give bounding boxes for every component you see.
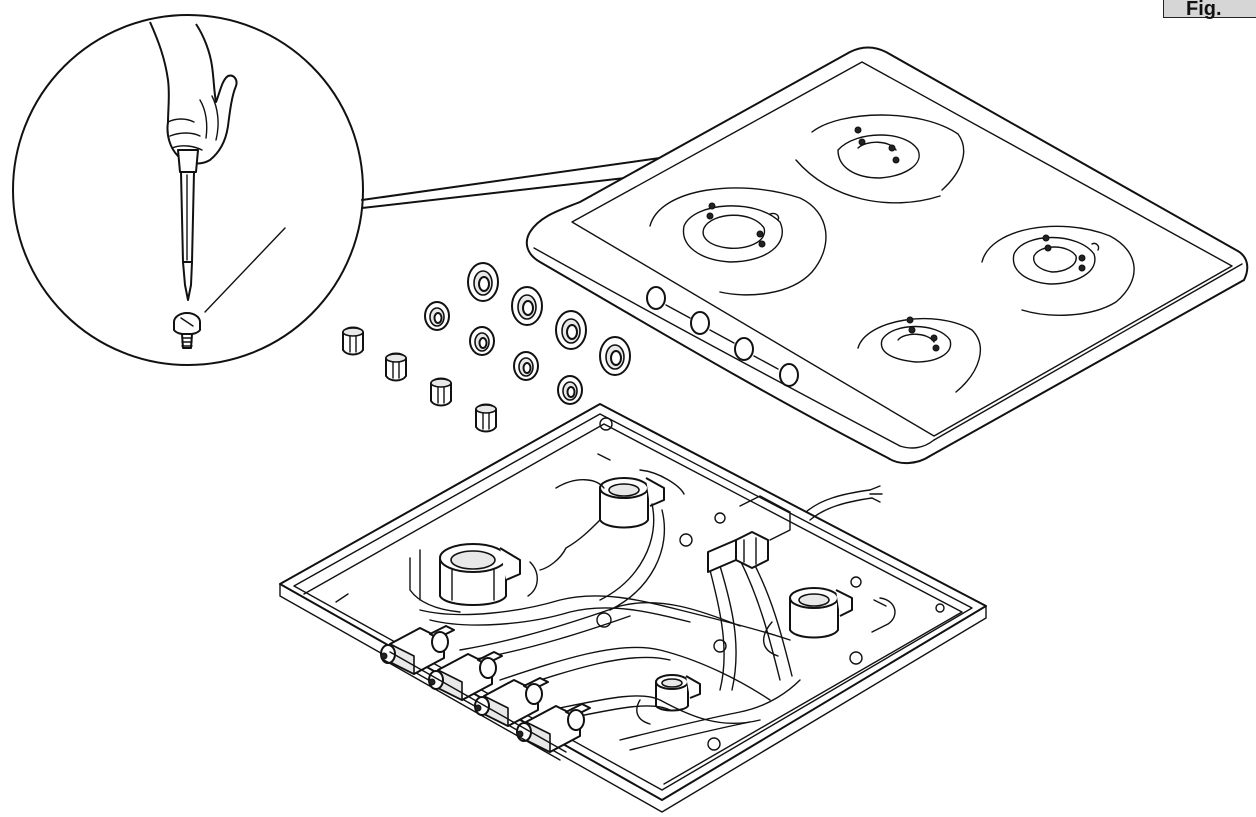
bezel-rings: [424, 262, 631, 405]
burner-position: [981, 225, 1135, 316]
screwdriver-icon: [177, 149, 199, 301]
burner-cup: [539, 469, 685, 571]
burner-cup: [636, 674, 701, 725]
burner-position: [649, 187, 827, 296]
knob-hole: [734, 337, 754, 361]
valve: [380, 625, 455, 675]
pointer-line: [204, 227, 286, 313]
bezel-ring: [555, 310, 587, 350]
knob: [430, 377, 452, 407]
gas-tubes-and-wiring: [419, 485, 896, 751]
knob: [475, 403, 497, 433]
bezel-ring: [513, 351, 539, 381]
control-knobs: [342, 326, 497, 433]
bezel-ring: [599, 336, 631, 376]
bezel-ring: [424, 301, 450, 331]
valve: [474, 677, 549, 727]
cooktop-top-plate: [525, 46, 1249, 464]
base-pan-outline: [279, 403, 987, 801]
top-plate-rim: [571, 61, 1233, 437]
bezel-ring: [557, 375, 583, 405]
gas-valves: [380, 625, 591, 761]
knob: [342, 326, 364, 356]
top-plate-outline: [525, 46, 1249, 464]
valve: [428, 651, 503, 701]
figure-label: Fig.: [1163, 0, 1256, 20]
base-burners: [409, 469, 853, 725]
knob-hole: [690, 311, 710, 335]
screw-icon: [173, 312, 201, 349]
hand-icon: [149, 21, 238, 165]
burner-position: [857, 316, 981, 393]
knob-hole: [779, 363, 799, 387]
burner-position: [795, 114, 965, 204]
base-pan: [279, 403, 987, 813]
knob: [385, 352, 407, 382]
knob-hole: [646, 286, 666, 310]
bezel-ring: [511, 286, 543, 326]
bezel-ring: [467, 262, 499, 302]
burner-cup: [409, 543, 538, 613]
bezel-ring: [469, 326, 495, 356]
burner-cup: [763, 587, 853, 657]
detail-view: [12, 14, 889, 366]
